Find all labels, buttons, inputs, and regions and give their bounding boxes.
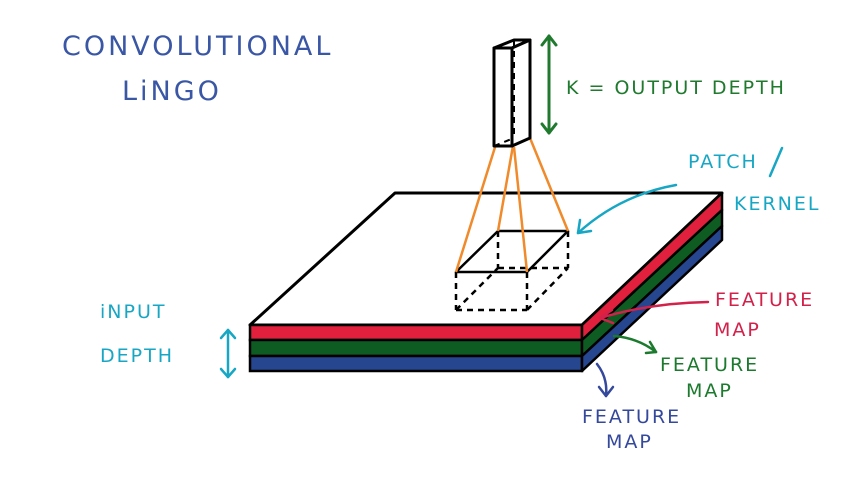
input-layer-green-front [248, 338, 584, 358]
patch-kernel-slash [768, 146, 784, 178]
title-line-2: LiNGO [122, 76, 222, 107]
patch-label: PATCH [688, 151, 758, 173]
output-column [492, 38, 532, 148]
title-line-1: CONVOLUTIONAL [62, 31, 333, 62]
kernel-label: KERNEL [734, 193, 820, 215]
depth-label: DEPTH [100, 345, 174, 367]
feature-map-red-label-2: MAP [714, 319, 761, 341]
feature-map-blue-label-1: FEATURE [582, 406, 681, 428]
feature-map-blue-pointer [595, 362, 615, 398]
feature-map-green-label-1: FEATURE [660, 354, 759, 376]
feature-map-red-pointer [598, 300, 710, 325]
feature-map-green-pointer [612, 334, 658, 355]
feature-map-green-label-2: MAP [686, 380, 733, 402]
input-label: iNPUT [100, 301, 166, 323]
patch-pointer-arrow [576, 183, 678, 235]
input-depth-arrow [219, 328, 237, 379]
feature-map-blue-label-2: MAP [606, 431, 653, 453]
input-layer-blue-side [580, 224, 724, 373]
feature-map-red-label-1: FEATURE [715, 289, 814, 311]
input-layer-red-front [248, 323, 584, 342]
patch-to-output-connectors [454, 137, 570, 273]
input-layer-blue-front [248, 354, 584, 373]
output-depth-label: K = OUTPUT DEPTH [566, 77, 786, 99]
output-depth-arrow [540, 34, 558, 135]
